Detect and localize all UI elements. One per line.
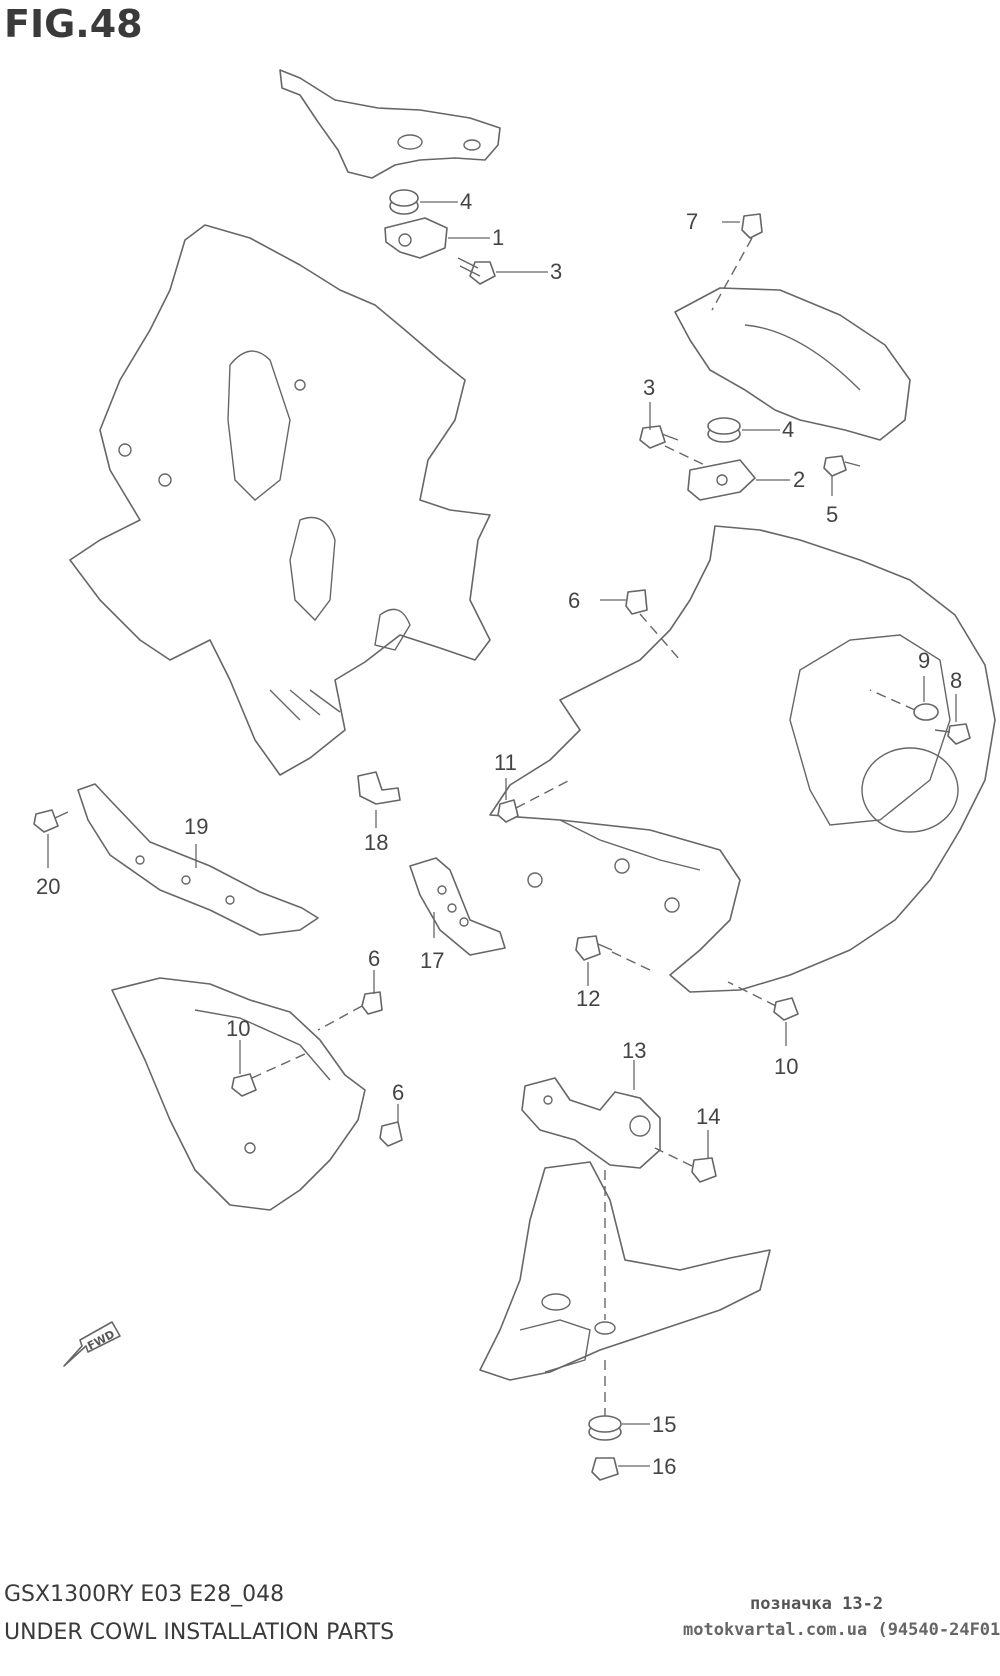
bolt-top — [457, 257, 496, 285]
part-18 — [357, 771, 401, 805]
callout-numbers: 1 2 3 3 4 4 5 6 6 6 7 8 9 10 10 11 12 13… — [36, 189, 962, 1479]
callout-2: 2 — [793, 467, 805, 492]
bolt-14 — [654, 1147, 717, 1183]
right-under-cowl — [489, 525, 996, 993]
callout-18: 18 — [364, 830, 388, 855]
callout-5: 5 — [826, 502, 838, 527]
section-title: UNDER COWL INSTALLATION PARTS — [4, 1620, 395, 1645]
callout-14: 14 — [696, 1104, 720, 1129]
callout-leaders — [47, 201, 957, 1467]
callout-8: 8 — [950, 668, 962, 693]
callout-16: 16 — [652, 1454, 676, 1479]
bolt-16 — [591, 1457, 619, 1481]
callout-3-top: 3 — [550, 259, 562, 284]
callout-1: 1 — [492, 225, 504, 250]
callout-6-upper: 6 — [568, 588, 580, 613]
callout-4-top: 4 — [460, 189, 472, 214]
bottom-under-cowl — [479, 1161, 771, 1418]
callout-10-left: 10 — [226, 1016, 250, 1041]
bolt-20 — [33, 809, 69, 833]
figure-title: FIG.48 — [4, 2, 143, 46]
callout-15: 15 — [652, 1412, 676, 1437]
grommet-15 — [588, 1415, 622, 1441]
callout-6-mid: 6 — [368, 946, 380, 971]
bolt-12 — [575, 935, 651, 971]
clip-11 — [497, 779, 571, 823]
grommet-right — [707, 417, 741, 443]
clip-6-upper — [625, 589, 681, 661]
screw-10-left — [231, 1053, 306, 1097]
callout-3-right: 3 — [643, 375, 655, 400]
callout-12: 12 — [576, 986, 600, 1011]
callout-7: 7 — [686, 209, 698, 234]
callout-6-low: 6 — [392, 1080, 404, 1105]
clip-7 — [711, 213, 763, 311]
callout-9: 9 — [918, 648, 930, 673]
clip-6-low — [379, 1121, 403, 1147]
bolt-5 — [823, 455, 861, 477]
stay-plate-17 — [409, 857, 506, 956]
screw-10-right — [727, 981, 799, 1021]
bracket-left — [384, 217, 448, 259]
callout-13: 13 — [622, 1038, 646, 1063]
bracket-13 — [521, 1077, 661, 1169]
bolt-right — [639, 425, 716, 471]
designation-label: позначка 13-2 — [750, 1594, 884, 1614]
model-code: GSX1300RY E03 E28_048 — [4, 1582, 285, 1607]
clip-6-mid — [317, 991, 383, 1031]
long-stay-19 — [77, 783, 319, 936]
upper-bracket — [279, 69, 501, 179]
bracket-right — [687, 459, 756, 501]
callout-19: 19 — [184, 814, 208, 839]
washer-9 — [913, 703, 939, 721]
callout-17: 17 — [420, 948, 444, 973]
callout-20: 20 — [36, 874, 60, 899]
callout-11: 11 — [494, 750, 517, 775]
watermark-text: motokvartal.com.ua (94540-24F01) — [683, 1620, 1000, 1640]
screw-8 — [869, 689, 971, 745]
right-upper-inner-panel — [674, 287, 911, 441]
fwd-arrow-icon: FWD — [63, 1321, 121, 1367]
left-under-cowl — [69, 224, 491, 776]
callout-10-right: 10 — [774, 1054, 798, 1079]
callout-4-right: 4 — [782, 417, 794, 442]
grommet-top — [389, 189, 419, 215]
